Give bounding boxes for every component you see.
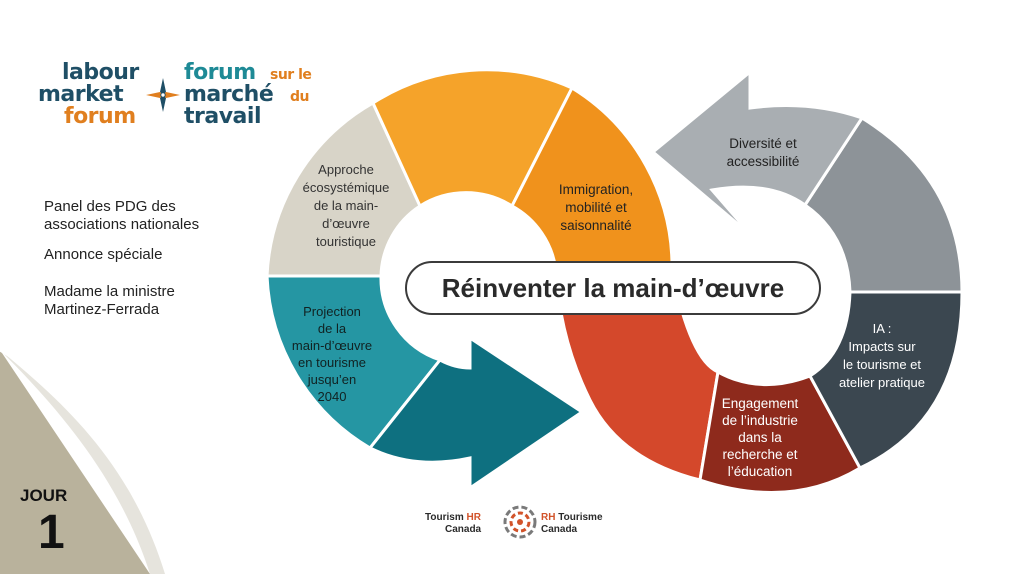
tourism-hr-canada-logo: Tourism HR Canada RH Tourisme Canada xyxy=(425,500,615,544)
projection-line2: de la xyxy=(318,321,347,336)
logo-market: market xyxy=(38,82,124,107)
approche-line5: touristique xyxy=(316,234,376,249)
engagement-line4: recherche et xyxy=(722,447,797,462)
projection-line1: Projection xyxy=(303,304,361,319)
approche-line3: de la main- xyxy=(314,198,378,213)
day-number: 1 xyxy=(38,506,65,559)
segment-approche xyxy=(265,100,422,278)
logo-travail: travail xyxy=(184,104,261,129)
segment-projection-arrow xyxy=(367,335,585,491)
segment-right-gray xyxy=(802,115,964,294)
segment-diversite-arrow xyxy=(650,68,865,238)
ia-line2: Impacts sur xyxy=(848,339,916,354)
segment-immigration xyxy=(510,85,674,272)
projection-line6: 2040 xyxy=(318,389,347,404)
projection-line4: en tourisme xyxy=(298,355,366,370)
logo-du: du xyxy=(290,89,310,105)
projection-line5: jusqu’en xyxy=(307,372,356,387)
approche-line2: écosystémique xyxy=(303,180,390,195)
footer-tourism: Tourism xyxy=(425,512,464,523)
ia-line4: atelier pratique xyxy=(839,375,925,390)
engagement-line2: de l’industrie xyxy=(722,413,798,428)
agenda-item-panel: Panel des PDG des associations nationale… xyxy=(44,198,199,234)
footer-rh-label: RH Tourisme xyxy=(541,512,603,523)
projection-line3: main-d’œuvre xyxy=(292,338,372,353)
immigration-line3: saisonnalité xyxy=(560,218,631,233)
segment-engagement-red-orange xyxy=(554,268,720,482)
logo-forum-en: forum xyxy=(64,104,136,129)
labour-market-forum-logo: labour market forum forum sur le marché … xyxy=(38,62,338,132)
logo-labour: labour xyxy=(62,60,139,85)
approche-line4: d’œuvre xyxy=(322,216,370,231)
engagement-line5: l’éducation xyxy=(728,464,793,479)
footer-hr: HR xyxy=(466,512,481,523)
segment-top-orange xyxy=(371,68,575,209)
footer-canada-en: Canada xyxy=(445,524,482,535)
agenda-item-announcement: Annonce spéciale xyxy=(44,246,163,263)
agenda-item-panel-line2: associations nationales xyxy=(44,216,200,233)
immigration-line1: Immigration, xyxy=(559,182,633,197)
footer-canada-fr: Canada xyxy=(541,524,578,535)
footer-tourisme: Tourisme xyxy=(558,512,603,523)
day-label: JOUR xyxy=(20,486,68,505)
diversite-line1: Diversité et xyxy=(729,136,797,151)
logo-sur-le: sur le xyxy=(270,67,312,83)
compass-rose-icon xyxy=(146,78,180,112)
engagement-line1: Engagement xyxy=(722,396,799,411)
approche-line1: Approche xyxy=(318,162,374,177)
ia-line1: IA : xyxy=(873,321,892,336)
agenda-item-minister: Madame la ministre Martinez-Ferrada xyxy=(44,283,175,319)
segment-ia xyxy=(808,290,964,470)
footer-rh: RH xyxy=(541,512,556,523)
center-title-pill xyxy=(405,261,821,315)
logo-forum-fr: forum xyxy=(184,60,256,85)
agenda-item-minister-line2: Martinez-Ferrada xyxy=(44,301,160,318)
segment-engagement xyxy=(698,369,863,494)
footer-tourism-label: Tourism HR xyxy=(425,512,481,523)
logo-marche: marché xyxy=(184,82,274,107)
ia-line3: le tourisme et xyxy=(843,357,921,372)
agenda-item-panel-line1: Panel des PDG des xyxy=(44,198,176,215)
immigration-line2: mobilité et xyxy=(565,200,627,215)
center-title: Réinventer la main-d’œuvre xyxy=(442,273,784,303)
agenda-item-minister-line1: Madame la ministre xyxy=(44,283,175,300)
tourism-hr-swirl-icon xyxy=(503,505,537,539)
engagement-line3: dans la xyxy=(738,430,782,445)
diversite-line2: accessibilité xyxy=(727,154,800,169)
